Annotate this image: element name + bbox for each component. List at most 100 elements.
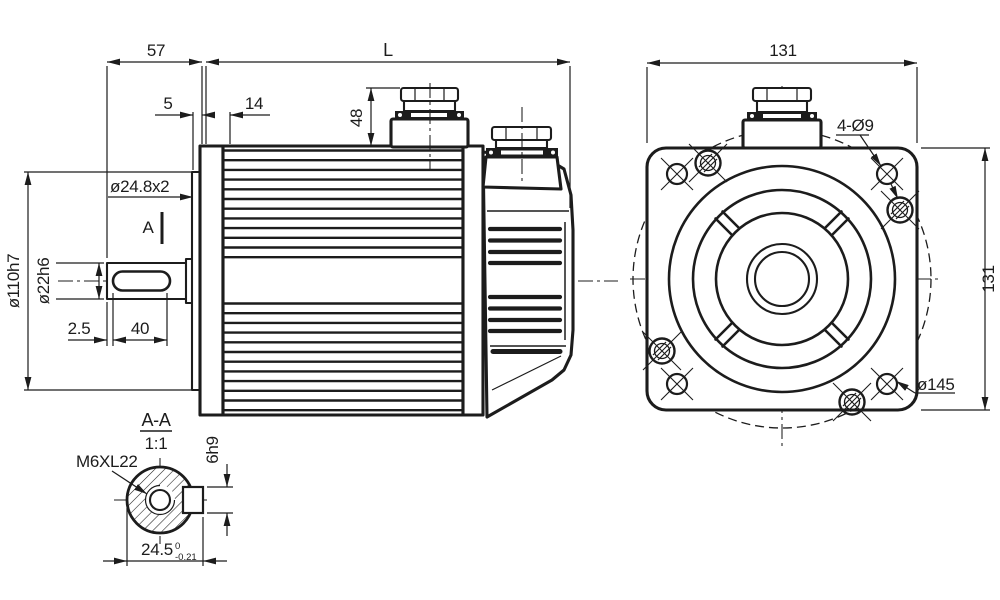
dim-label-mount-holes: 4-Ø9 (837, 116, 874, 135)
screw-tick (880, 190, 920, 230)
screw-tick (832, 382, 872, 422)
hole-tick (660, 367, 694, 401)
keyway-cutout (181, 485, 205, 515)
front-connector (741, 86, 823, 150)
screw-thread-line (890, 200, 905, 215)
hole-tick (660, 157, 694, 191)
dim-label-14: 14 (245, 94, 263, 113)
encoder-housing (481, 150, 575, 419)
cooling-ribs (224, 149, 462, 412)
bearing-boss-circle (691, 188, 873, 370)
callout-thread: M6XL22 (76, 452, 148, 495)
side-view: 57 L 5 14 48 ø24.8x2 (4, 40, 618, 419)
section-scale: 1:1 (145, 434, 168, 453)
connector-pin-dot (551, 150, 555, 155)
connector-cap (751, 86, 813, 103)
connector-collar-slot (411, 113, 447, 117)
dim-label-L: L (383, 40, 393, 60)
power-connector (389, 83, 470, 170)
connector-collar-slot (763, 114, 801, 118)
dim-5: 5 (155, 94, 215, 170)
dim-label-groove: ø24.8x2 (110, 177, 169, 196)
hole-tick (870, 367, 904, 401)
pilot-circle (667, 164, 897, 394)
connector-pin-dot (398, 113, 402, 117)
dim-label-57: 57 (147, 41, 165, 60)
leader-line (889, 183, 899, 200)
dim-key-flat: 24.5 0 -0.21 (103, 508, 227, 566)
thread-label: M6XL22 (76, 452, 138, 471)
thread-minor-circle (148, 488, 172, 512)
mounting-hole (875, 162, 899, 186)
dim-flange-height: 131 (921, 147, 998, 411)
cover-screws (642, 143, 920, 422)
section-view: A-A 1:1 M6XL22 6h9 24.5 (76, 410, 233, 566)
shaft-boss-circle (745, 242, 819, 316)
hole-tick (870, 157, 904, 191)
screw-thread-line (847, 397, 862, 412)
dim-label-shaft-dia: ø22h6 (34, 258, 53, 305)
connector-pin-dot (457, 113, 461, 117)
dim-label-5: 5 (163, 94, 172, 113)
dim-label-48: 48 (347, 109, 366, 127)
dim-label-pilot-dia: ø110h7 (4, 254, 23, 309)
dim-48: 48 (347, 87, 400, 146)
mounting-hole (665, 372, 689, 396)
dim-pilot-dia: ø110h7 (4, 171, 193, 391)
dim-label-key-width: 6h9 (203, 436, 222, 463)
cover-screw (694, 149, 722, 177)
dim-40: 40 (112, 293, 168, 346)
rear-end-plate (461, 144, 485, 417)
dim-label-flange-width: 131 (769, 41, 796, 60)
dim-shaft-dia: ø22h6 (34, 258, 104, 305)
mounting-hole (665, 162, 689, 186)
screw-thread-line (703, 158, 718, 173)
connector-pin-dot (750, 114, 754, 118)
screw-thread-line (842, 392, 857, 407)
cover-screw-inner (843, 393, 861, 411)
screw-thread-line (895, 205, 910, 220)
dim-label-2-5: 2.5 (68, 319, 91, 338)
boss-spokes (714, 210, 850, 348)
leader-line (895, 380, 916, 394)
connector-pin-dot (489, 150, 493, 155)
screw-tick (642, 331, 682, 371)
encoder-housing-edge (491, 355, 562, 391)
dim-label-key-flat: 24.5 (141, 540, 173, 559)
connector-neck (755, 99, 809, 114)
dim-key-width: 6h9 (203, 436, 233, 536)
dim-label-bolt-circle: ø145 (917, 375, 955, 394)
motor-body (221, 144, 465, 417)
dim-label-40: 40 (131, 319, 149, 338)
mounting-flange (645, 146, 919, 412)
section-mark-label: A (142, 218, 154, 237)
cover-screw (886, 196, 914, 224)
shaft-keyway (111, 270, 172, 292)
section-title: A-A (141, 410, 170, 430)
encoder-fins (487, 226, 563, 334)
cover-screw-inner (891, 201, 909, 219)
screw-thread-line (657, 346, 672, 361)
tolerance-upper: 0 (175, 541, 180, 552)
dim-14: 14 (229, 94, 270, 144)
cover-screw-inner (699, 154, 717, 172)
dim-label-flange-height: 131 (979, 265, 998, 292)
dim-L: L (205, 40, 571, 208)
callout-mount-holes: 4-Ø9 (836, 116, 899, 200)
cover-screw (838, 388, 866, 416)
callout-bolt-circle: ø145 (895, 375, 955, 394)
connector-pin-dot (810, 114, 814, 118)
cover-screw (648, 337, 676, 365)
dim-flange-width: 131 (646, 41, 918, 143)
screw-thread-line (652, 341, 667, 356)
connector-base (741, 118, 823, 150)
dim-2-5: 2.5 (68, 302, 108, 346)
dim-57: 57 (106, 41, 203, 258)
cover-screw-inner (653, 342, 671, 360)
leader-line (859, 134, 882, 167)
front-flange-plate (198, 144, 225, 417)
thread-major-arc (144, 484, 176, 516)
inner-boss-circle (714, 211, 850, 347)
